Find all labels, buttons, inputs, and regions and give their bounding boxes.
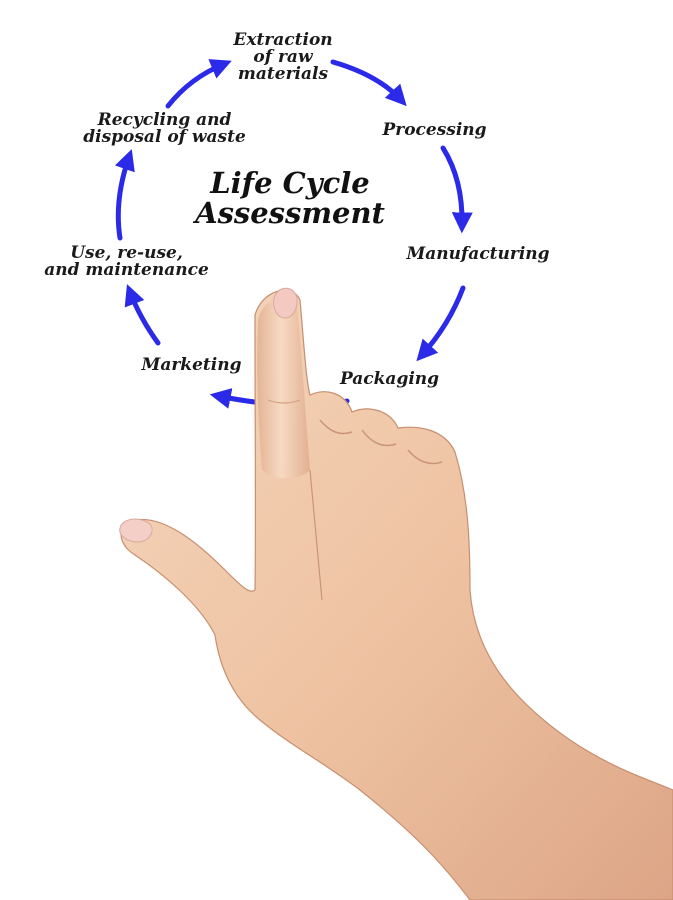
knuckle-crease-3 xyxy=(407,449,443,465)
stage-packaging: Packaging xyxy=(339,369,440,389)
arrow-use-to-recycling xyxy=(114,149,135,241)
arrow-extraction-to-processing xyxy=(330,59,407,107)
stage-processing: Processing xyxy=(382,120,487,140)
title-line-2: Assessment xyxy=(195,196,385,231)
stage-use: Use, re-use, and maintenance xyxy=(44,243,209,280)
knuckle-crease-2 xyxy=(361,429,397,447)
index-finger xyxy=(257,297,310,479)
hand-body xyxy=(120,289,673,900)
arrow-marketing-to-use xyxy=(124,284,161,346)
arrow-manufacturing-to-packaging xyxy=(416,285,466,362)
stage-marketing: Marketing xyxy=(141,355,242,375)
diagram-title: Life Cycle Assessment xyxy=(170,168,410,229)
arrow-recycling-to-extraction xyxy=(165,59,232,109)
arrow-processing-to-manufacturing xyxy=(440,145,473,234)
thumb-nail xyxy=(119,518,153,543)
stage-manufacturing: Manufacturing xyxy=(406,244,550,264)
finger-joint-line xyxy=(267,399,301,404)
knuckle-crease-1 xyxy=(319,419,353,435)
stage-recycling: Recycling and disposal of waste xyxy=(83,110,246,147)
fingernail xyxy=(273,287,298,319)
stage-extraction: Extraction of raw materials xyxy=(233,30,333,84)
finger-gap-line xyxy=(309,469,323,601)
title-line-1: Life Cycle xyxy=(210,166,370,200)
